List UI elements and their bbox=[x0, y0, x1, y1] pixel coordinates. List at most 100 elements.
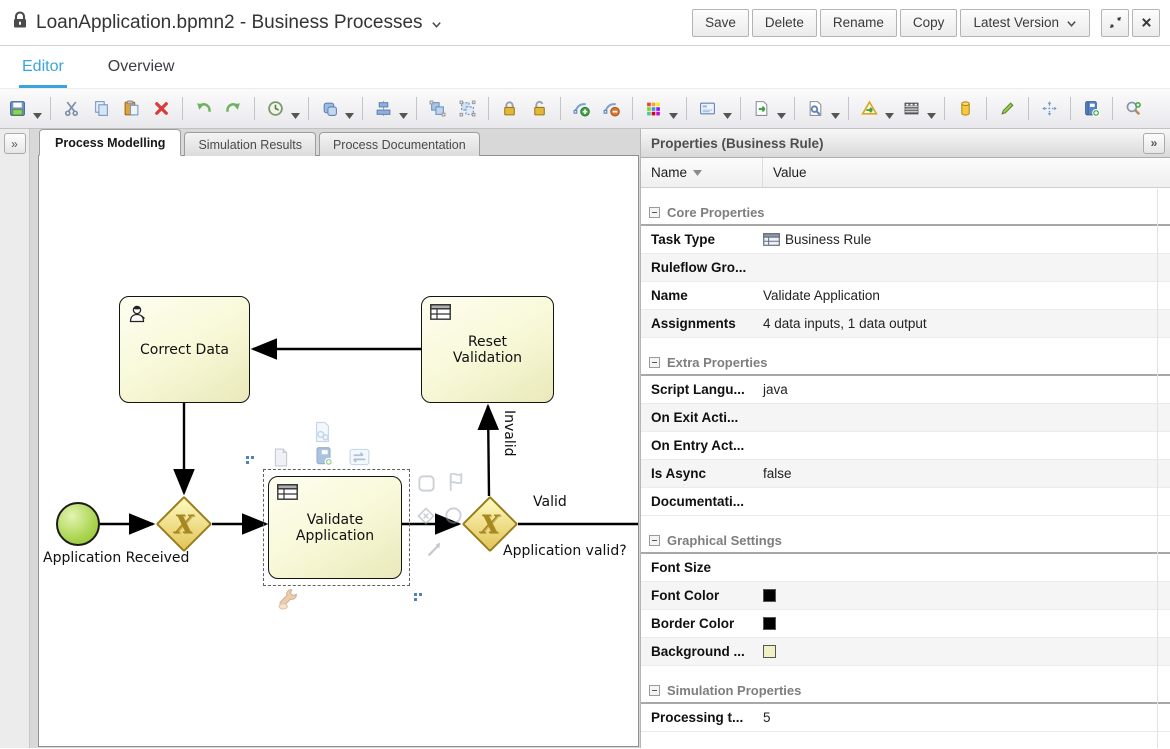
page-tab-bar: Editor Overview bbox=[0, 46, 1170, 89]
documentation-icon[interactable] bbox=[1079, 96, 1104, 121]
shapes-icon[interactable] bbox=[317, 96, 342, 121]
process-canvas[interactable]: Application Received X Validate Applicat… bbox=[38, 155, 639, 747]
pan-icon[interactable] bbox=[1037, 96, 1062, 121]
scroll-gutter bbox=[1157, 189, 1158, 748]
add-docker-icon[interactable] bbox=[569, 96, 594, 121]
chevron-down-icon[interactable] bbox=[723, 106, 732, 119]
property-row: On Exit Acti... bbox=[641, 404, 1170, 432]
resize-handle[interactable] bbox=[246, 456, 249, 459]
task-validate-application[interactable]: Validate Application bbox=[268, 476, 402, 579]
remove-docker-icon[interactable] bbox=[599, 96, 624, 121]
chevron-down-icon[interactable] bbox=[777, 106, 786, 119]
chevron-down-icon[interactable] bbox=[291, 106, 300, 119]
save-button[interactable]: Save bbox=[692, 8, 749, 37]
collapse-icon bbox=[649, 685, 660, 696]
wrench-hand-icon[interactable] bbox=[276, 586, 300, 615]
delete-icon[interactable] bbox=[149, 96, 174, 121]
business-rule-icon bbox=[430, 304, 451, 324]
property-row: On Entry Act... bbox=[641, 432, 1170, 460]
morph-book-icon[interactable] bbox=[314, 446, 333, 471]
chevron-down-icon bbox=[1066, 17, 1077, 28]
task-reset-validation[interactable]: Reset Validation bbox=[421, 296, 554, 403]
delete-button[interactable]: Delete bbox=[751, 8, 817, 37]
copy-button[interactable]: Copy bbox=[899, 8, 958, 37]
toolbar-separator bbox=[848, 97, 849, 120]
section-header[interactable]: Simulation Properties bbox=[641, 678, 1170, 704]
chevron-down-icon[interactable] bbox=[33, 106, 42, 119]
morph-arrow-icon[interactable] bbox=[425, 540, 444, 564]
redo-icon[interactable] bbox=[221, 96, 246, 121]
canvas-tab-bar: Process Modelling Simulation Results Pro… bbox=[38, 129, 640, 156]
section-header[interactable]: Extra Properties bbox=[641, 350, 1170, 376]
chevron-down-icon[interactable] bbox=[345, 106, 354, 119]
latest-version-dropdown[interactable]: Latest Version bbox=[960, 8, 1090, 37]
chevron-down-icon[interactable] bbox=[399, 106, 408, 119]
clapperboard-icon[interactable] bbox=[899, 96, 924, 121]
business-rule-icon bbox=[277, 484, 298, 504]
property-row: Assignments 4 data inputs, 1 data output bbox=[641, 310, 1170, 338]
rename-button[interactable]: Rename bbox=[819, 8, 897, 37]
chevron-down-icon[interactable] bbox=[431, 17, 442, 28]
undo-icon[interactable] bbox=[191, 96, 216, 121]
toolbar-separator bbox=[794, 97, 795, 120]
morph-circle-icon[interactable] bbox=[444, 506, 463, 530]
section-core-properties: Core Properties Task Type Business Rule … bbox=[641, 200, 1170, 338]
column-name[interactable]: Name bbox=[641, 158, 763, 187]
color-swatch[interactable] bbox=[763, 589, 776, 602]
close-button[interactable] bbox=[1132, 8, 1160, 37]
export-icon[interactable] bbox=[749, 96, 774, 121]
properties-panel: Properties (Business Rule) » Name Value … bbox=[640, 129, 1170, 748]
selection-outline bbox=[263, 469, 410, 586]
convert-icon[interactable] bbox=[857, 96, 882, 121]
tab-process-documentation[interactable]: Process Documentation bbox=[318, 132, 480, 156]
tab-overview[interactable]: Overview bbox=[107, 58, 175, 75]
ungroup-icon[interactable] bbox=[455, 96, 480, 121]
property-row: Script Langu... java bbox=[641, 376, 1170, 404]
save-icon[interactable] bbox=[5, 96, 30, 121]
group-icon[interactable] bbox=[425, 96, 450, 121]
form-icon[interactable] bbox=[695, 96, 720, 121]
data-object-icon[interactable] bbox=[953, 96, 978, 121]
chevron-down-icon[interactable] bbox=[669, 106, 678, 119]
expand-button[interactable] bbox=[1101, 8, 1129, 37]
morph-page-icon[interactable] bbox=[272, 448, 290, 472]
chevron-down-icon[interactable] bbox=[885, 106, 894, 119]
task-correct-data[interactable]: Correct Data bbox=[119, 296, 250, 403]
collapse-properties-button[interactable]: » bbox=[1143, 132, 1165, 154]
chevron-down-icon[interactable] bbox=[831, 106, 840, 119]
copy-icon[interactable] bbox=[89, 96, 114, 121]
lock-icon[interactable] bbox=[497, 96, 522, 121]
color-palette-icon[interactable] bbox=[641, 96, 666, 121]
morph-flag-icon[interactable] bbox=[447, 472, 465, 497]
collapse-icon bbox=[649, 207, 660, 218]
toolbar-separator bbox=[416, 97, 417, 120]
color-swatch[interactable] bbox=[763, 645, 776, 658]
column-value[interactable]: Value bbox=[773, 165, 807, 180]
paste-icon[interactable] bbox=[119, 96, 144, 121]
color-swatch[interactable] bbox=[763, 617, 776, 630]
chevron-down-icon[interactable] bbox=[927, 106, 936, 119]
tab-simulation-results[interactable]: Simulation Results bbox=[184, 132, 316, 156]
tab-editor[interactable]: Editor bbox=[19, 46, 67, 88]
morph-gateway-icon[interactable] bbox=[416, 506, 436, 531]
toolbar-separator bbox=[560, 97, 561, 120]
align-icon[interactable] bbox=[371, 96, 396, 121]
collapse-icon bbox=[649, 535, 660, 546]
morph-gears-icon[interactable] bbox=[313, 421, 332, 448]
start-event[interactable] bbox=[56, 502, 100, 546]
business-rule-icon bbox=[763, 233, 780, 246]
service-repository-icon[interactable] bbox=[803, 96, 828, 121]
search-zoom-icon[interactable] bbox=[1121, 96, 1146, 121]
cut-icon[interactable] bbox=[59, 96, 84, 121]
morph-swap-icon[interactable] bbox=[349, 448, 370, 471]
morph-square-icon[interactable] bbox=[417, 474, 436, 498]
edit-icon[interactable] bbox=[995, 96, 1020, 121]
section-header[interactable]: Graphical Settings bbox=[641, 528, 1170, 554]
unlock-icon[interactable] bbox=[527, 96, 552, 121]
tab-process-modelling[interactable]: Process Modelling bbox=[39, 129, 182, 156]
expand-palette-button[interactable]: » bbox=[3, 133, 26, 154]
history-clock-icon[interactable] bbox=[263, 96, 288, 121]
section-header[interactable]: Core Properties bbox=[641, 200, 1170, 226]
resize-handle[interactable] bbox=[414, 593, 417, 596]
property-row: Border Color bbox=[641, 610, 1170, 638]
